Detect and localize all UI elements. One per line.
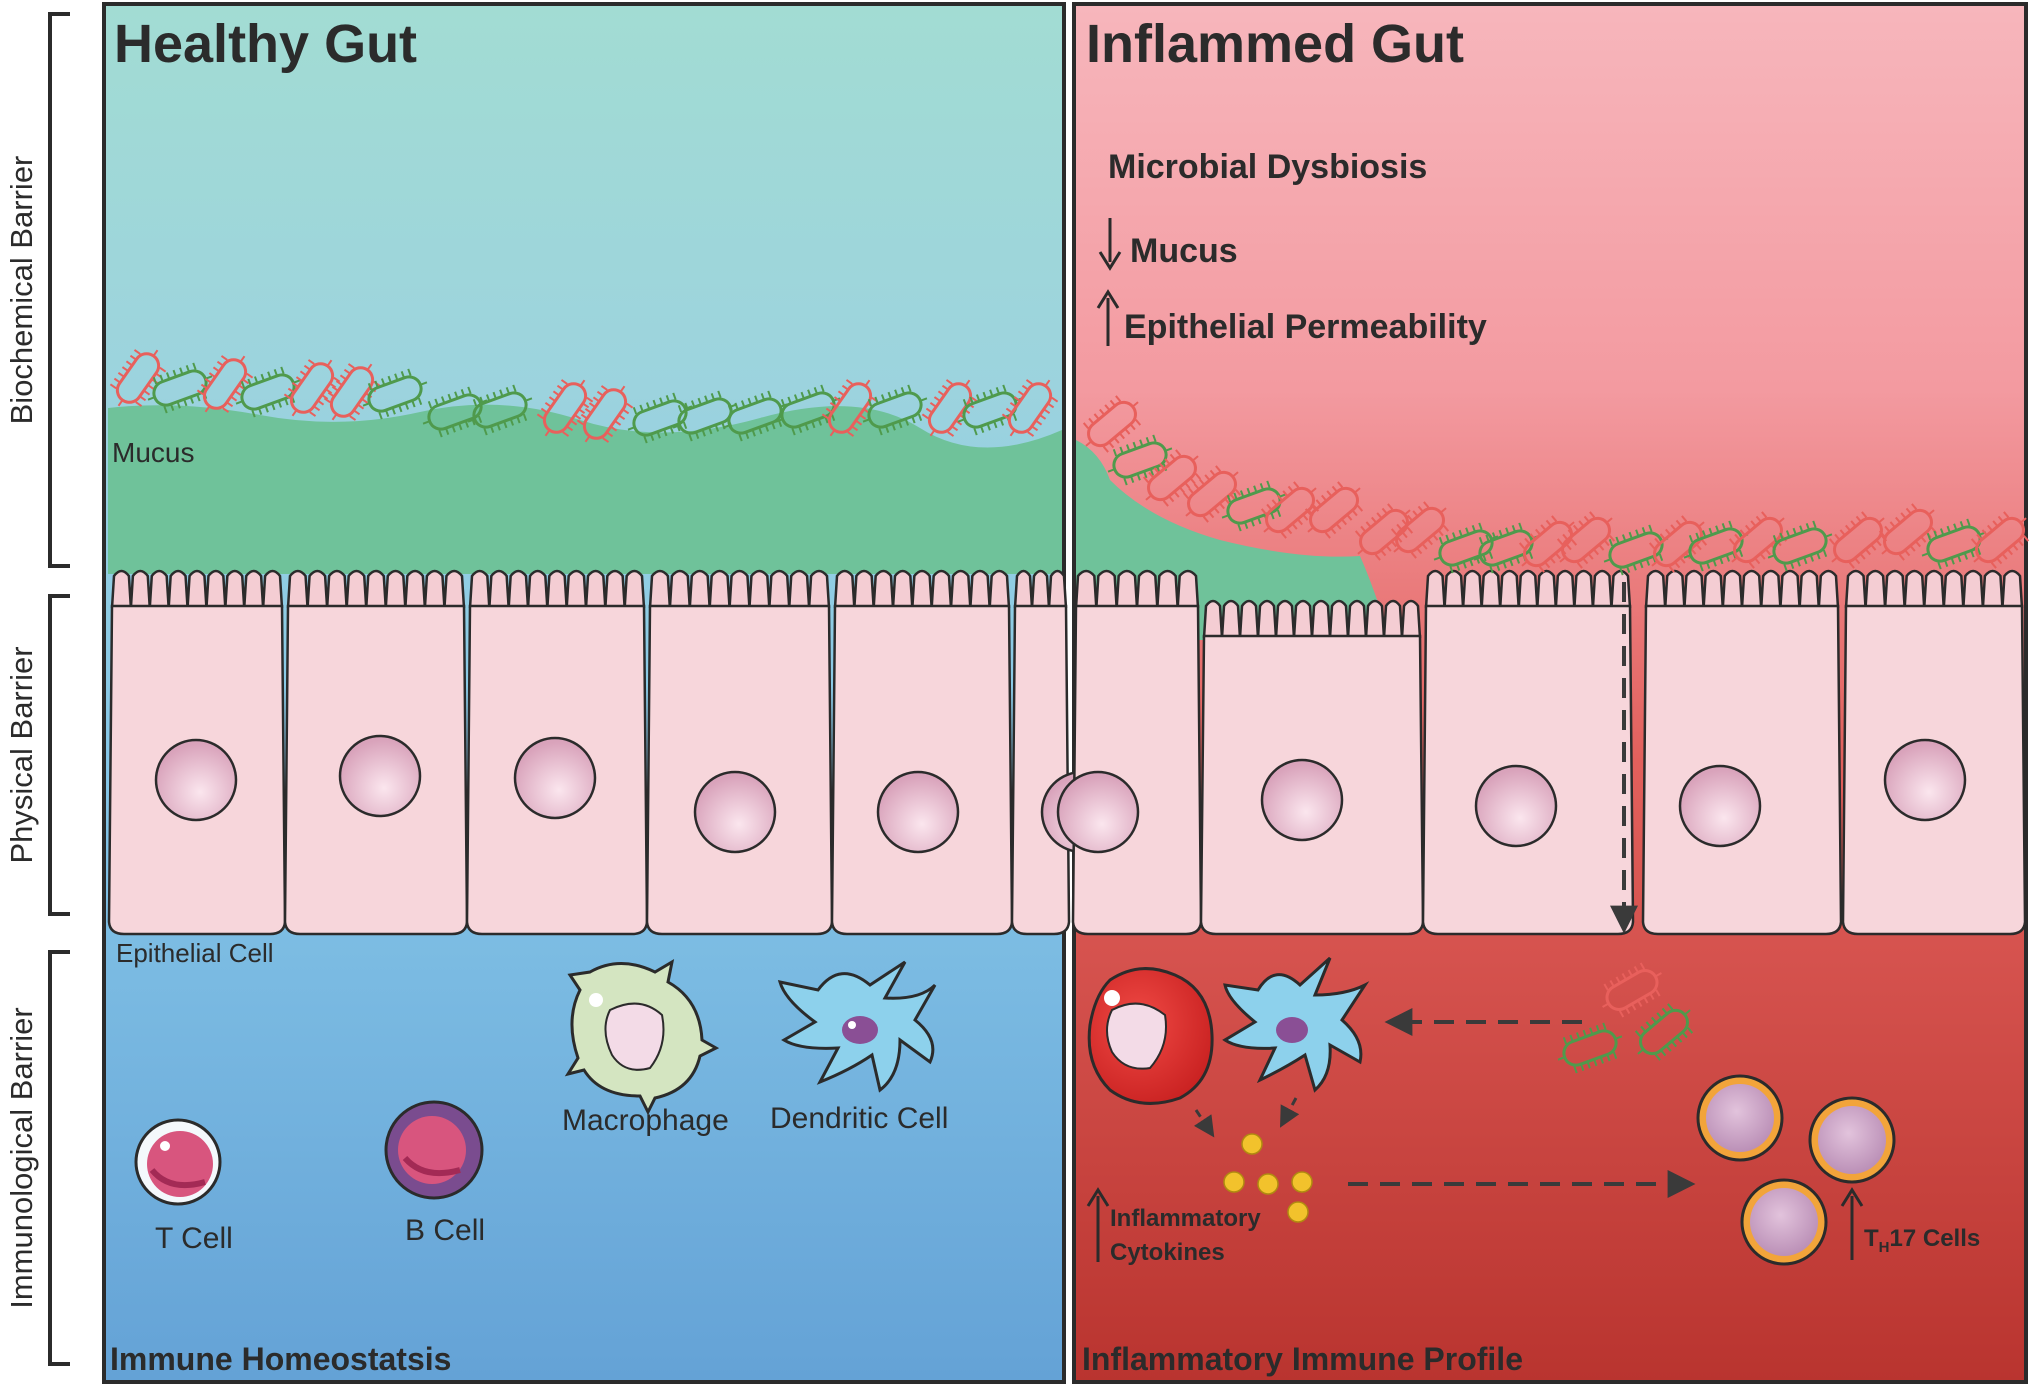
th17-cells [1696,1074,1896,1266]
epithelial-cell [1421,569,1635,936]
macrophage-label: Macrophage [562,1104,729,1137]
epithelial-cell [1841,569,2027,936]
bacterium [467,384,533,436]
mucus-label: Mucus [112,437,194,468]
bacterium [576,385,634,443]
down-arrow-icon [1098,218,1122,271]
bacterium [283,359,341,417]
epithelial-cell [283,569,469,936]
bacterium [362,368,428,420]
epithelial-cell-label: Epithelial Cell [116,938,274,968]
bacterium [1921,518,1987,570]
macrophage-cell [564,959,720,1116]
bacterium [1304,481,1364,539]
dendritic-cell [777,960,937,1093]
side-brackets [48,12,70,1366]
bacterium [722,390,788,442]
epithelial-cell [830,569,1014,936]
healthy-mucus-layer [108,404,1062,574]
epithelial-cell [1641,569,1843,936]
epithelial-cell [465,569,649,936]
bacterium [862,384,928,436]
bacterium [422,386,488,438]
th17-subscript: H [1879,1239,1890,1256]
th17-t: T [1864,1225,1879,1252]
epithelial-cell [645,569,834,936]
th17-cells-label: TH17 Cells [1864,1225,1980,1256]
epithelial-permeability-label: Epithelial Permeability [1124,308,1487,346]
bacterium [1182,465,1242,523]
bacterium [1001,379,1059,437]
bacterium [235,366,301,418]
healthy-title: Healthy Gut [114,14,417,74]
up-arrow-icon [1096,289,1120,346]
dendritic-cell-label: Dendritic Cell [770,1102,948,1135]
bacterium [1473,522,1539,574]
epithelium-layer [107,569,2027,936]
bacterium [1828,511,1888,569]
cytokine-dots [1223,1133,1313,1223]
bacterium [1634,1003,1694,1061]
bacterium [627,392,693,444]
side-label-physical: Physical Barrier [4,646,39,863]
side-label-immunological: Immunological Barrier [4,1007,39,1309]
bacterium [1354,503,1414,561]
bacterium [1260,481,1320,539]
inflammatory-cytokines-label-2: Cytokines [1110,1239,1225,1266]
bacteria-layer [109,349,2030,1074]
bacterium [1142,449,1202,507]
dashed-arrows [1348,582,1696,1198]
b-cell [384,1100,484,1200]
inflamed-footer: Inflammatory Immune Profile [1082,1341,1523,1377]
t-cell [134,1118,222,1206]
epithelial-cell [1199,599,1425,936]
inflammatory-cytokines-label-1: Inflammatory [1110,1205,1261,1232]
healthy-footer: Immune Homeostatsis [110,1341,451,1377]
side-label-biochemical: Biochemical Barrier [4,156,39,425]
microbial-dysbiosis-label: Microbial Dysbiosis [1108,148,1427,186]
b-cell-label: B Cell [405,1214,485,1247]
th17-rest: 17 Cells [1890,1225,1981,1252]
inflamed-dendritic-cell [1222,956,1370,1093]
bacterium [1518,515,1578,573]
bacterium [1082,395,1142,453]
bacterium [1767,520,1833,572]
bacterium [196,355,254,413]
mucus-decrease-label: Mucus [1130,232,1238,270]
inflamed-title: Inflammed Gut [1086,14,1464,74]
epithelial-cell [1056,569,1203,936]
th17-up-arrow-icon [1840,1187,1864,1260]
bacterium [536,379,594,437]
small-dashed-arrows [1193,1097,1300,1138]
epithelial-cell [107,569,287,936]
t-cell-label: T Cell [155,1222,233,1255]
bacterium [1557,1022,1623,1074]
bacterium [1602,962,1662,1018]
bacterium [1390,501,1450,559]
bacterium [1556,511,1616,569]
bacterium [1970,511,2030,569]
cytokines-up-arrow-icon [1086,1187,1110,1262]
activated-macrophage [1087,967,1214,1105]
bacterium [1433,522,1499,574]
